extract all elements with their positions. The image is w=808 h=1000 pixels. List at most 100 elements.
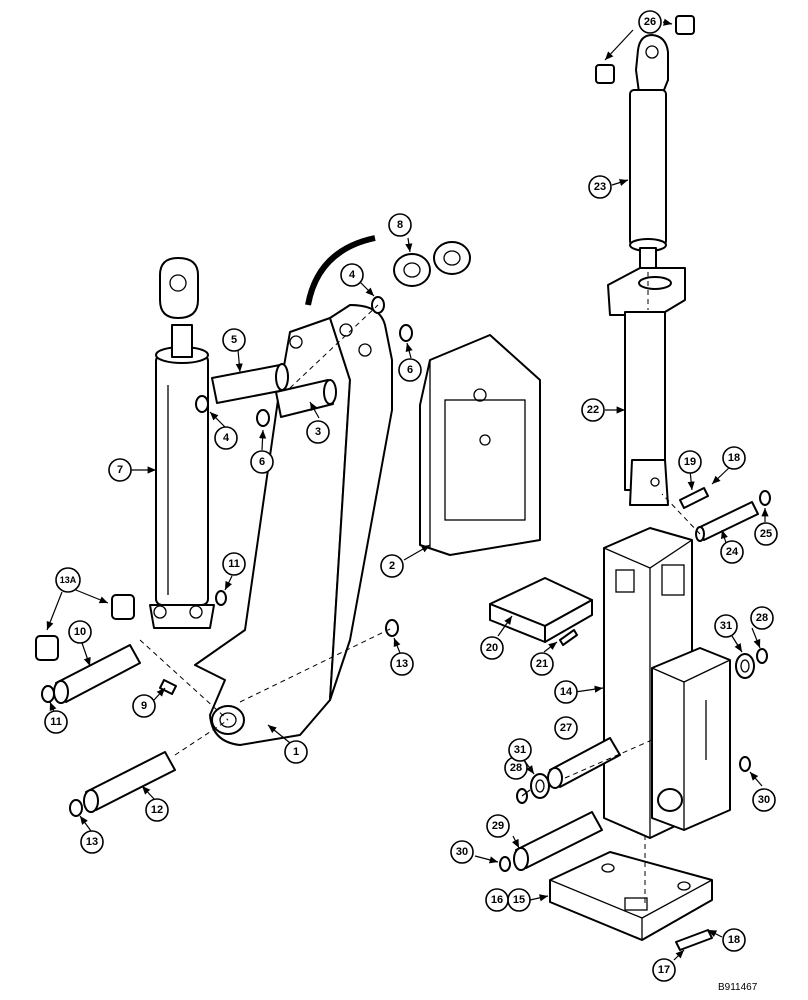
pin-27 <box>547 737 621 789</box>
svg-text:19: 19 <box>684 456 696 468</box>
callout-21: 21 <box>530 652 554 676</box>
boom-arm-1 <box>194 304 393 746</box>
snap-ring <box>399 324 413 342</box>
snap-ring <box>41 685 55 703</box>
tower-14 <box>603 527 731 839</box>
callout-22: 22 <box>581 398 605 422</box>
svg-text:24: 24 <box>726 546 739 558</box>
callout-30: 30 <box>752 788 776 812</box>
callout-6: 6 <box>250 450 274 474</box>
snap-ring <box>256 409 270 427</box>
callout-8: 8 <box>388 213 412 237</box>
callout-1: 1 <box>284 740 308 764</box>
snap-ring <box>739 756 751 772</box>
callout-25: 25 <box>754 522 778 546</box>
callout-31: 31 <box>508 738 532 762</box>
svg-text:4: 4 <box>223 432 230 444</box>
callout-19: 19 <box>678 450 702 474</box>
snap-ring <box>385 619 399 637</box>
callout-20: 20 <box>480 636 504 660</box>
pin-29 <box>513 811 603 871</box>
callout-23: 23 <box>588 175 612 199</box>
callout-13a: 13A <box>55 567 81 593</box>
svg-text:2: 2 <box>389 560 395 572</box>
svg-text:22: 22 <box>587 404 599 416</box>
svg-text:14: 14 <box>560 686 573 698</box>
svg-text:17: 17 <box>658 964 670 976</box>
svg-text:26: 26 <box>644 16 656 28</box>
snap-ring <box>756 648 768 664</box>
svg-text:6: 6 <box>407 364 413 376</box>
callout-2: 2 <box>380 554 404 578</box>
callout-29: 29 <box>486 814 510 838</box>
pin-19 <box>679 487 709 509</box>
callout-6: 6 <box>398 358 422 382</box>
callout-24: 24 <box>720 540 744 564</box>
svg-text:30: 30 <box>456 846 468 858</box>
callout-28: 28 <box>504 756 528 780</box>
callout-11: 11 <box>44 710 68 734</box>
callout-31: 31 <box>714 614 738 638</box>
svg-text:21: 21 <box>536 658 548 670</box>
svg-text:30: 30 <box>758 794 770 806</box>
callout-7: 7 <box>108 458 132 482</box>
svg-text:31: 31 <box>514 744 526 756</box>
callout-27: 27 <box>554 716 578 740</box>
svg-text:11: 11 <box>228 558 240 570</box>
callout-4: 4 <box>340 263 364 287</box>
svg-text:11: 11 <box>50 716 62 728</box>
callout-11: 11 <box>222 552 246 576</box>
callout-18: 18 <box>722 446 746 470</box>
svg-text:29: 29 <box>492 820 504 832</box>
svg-text:12: 12 <box>151 804 163 816</box>
svg-text:13: 13 <box>86 836 98 848</box>
base-plate-15 <box>549 851 713 941</box>
seal-ring <box>393 253 431 287</box>
svg-text:23: 23 <box>594 181 606 193</box>
callout-16: 16 <box>485 888 509 912</box>
svg-text:5: 5 <box>231 334 237 346</box>
callout-15: 15 <box>507 888 531 912</box>
callout-26: 26 <box>638 10 662 34</box>
svg-text:3: 3 <box>315 426 321 438</box>
callout-4: 4 <box>214 426 238 450</box>
snap-ring <box>69 799 83 817</box>
callout-30: 30 <box>450 840 474 864</box>
svg-text:18: 18 <box>728 452 740 464</box>
svg-text:13A: 13A <box>60 575 77 585</box>
seal-ring <box>433 241 471 275</box>
callout-3: 3 <box>306 420 330 444</box>
pin-24 <box>695 501 759 542</box>
piston-seals-8 <box>305 235 471 306</box>
svg-text:28: 28 <box>510 762 522 774</box>
snap-ring <box>195 395 209 413</box>
bushing-13a <box>35 594 135 661</box>
callout-13: 13 <box>80 830 104 854</box>
svg-text:25: 25 <box>760 528 772 540</box>
snap-ring <box>759 490 771 506</box>
grease-fitting-9 <box>159 679 177 695</box>
drawing-reference: B911467 <box>718 982 758 993</box>
pin-3 <box>275 379 337 418</box>
callout-13: 13 <box>390 652 414 676</box>
svg-text:15: 15 <box>513 894 525 906</box>
svg-text:4: 4 <box>349 269 356 281</box>
washer-31 <box>735 653 755 679</box>
svg-text:1: 1 <box>293 746 299 758</box>
pin-12 <box>83 751 176 813</box>
svg-text:16: 16 <box>491 894 503 906</box>
callout-18: 18 <box>722 928 746 952</box>
callout-14: 14 <box>554 680 578 704</box>
washer-31 <box>530 773 550 799</box>
callout-28: 28 <box>750 606 774 630</box>
svg-text:6: 6 <box>259 456 265 468</box>
svg-text:18: 18 <box>728 934 740 946</box>
svg-text:10: 10 <box>74 626 86 638</box>
svg-text:20: 20 <box>486 642 498 654</box>
callout-5: 5 <box>222 328 246 352</box>
snap-ring <box>499 856 511 872</box>
screw-21 <box>559 629 578 646</box>
guard-plate-2 <box>419 334 541 556</box>
svg-text:9: 9 <box>141 700 147 712</box>
